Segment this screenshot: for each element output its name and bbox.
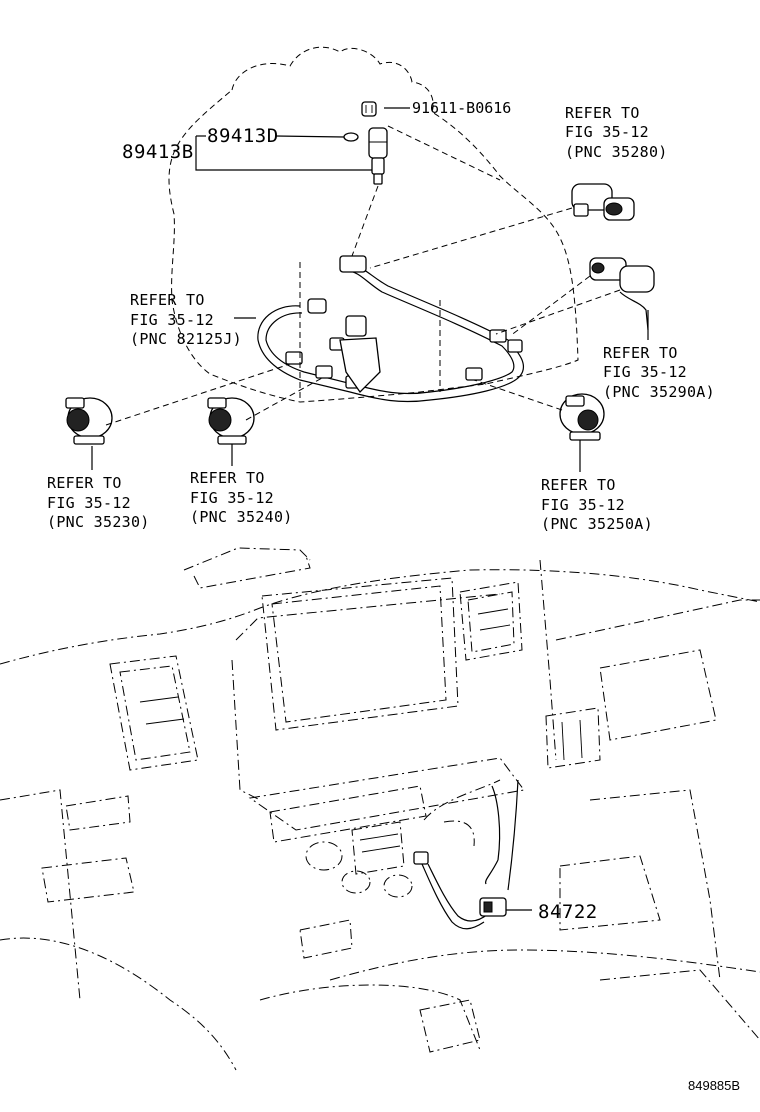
leader-lines: [91, 107, 649, 472]
svg-text:FIG 35-12: FIG 35-12: [190, 489, 274, 507]
svg-text:(PNC 35230): (PNC 35230): [47, 513, 150, 531]
refer-to-82125j: REFER TO FIG 35-12 (PNC 82125J): [130, 291, 242, 348]
svg-text:FIG 35-12: FIG 35-12: [541, 496, 625, 514]
svg-text:(PNC 35240): (PNC 35240): [190, 508, 293, 526]
svg-text:REFER TO: REFER TO: [130, 291, 205, 309]
diagram-code: 849885B: [688, 1078, 740, 1093]
dashboard-drawing: [0, 547, 760, 1071]
refer-to-35250a: REFER TO FIG 35-12 (PNC 35250A): [541, 476, 653, 533]
svg-text:REFER TO: REFER TO: [565, 104, 640, 122]
svg-text:FIG 35-12: FIG 35-12: [47, 494, 131, 512]
refer-to-35280: REFER TO FIG 35-12 (PNC 35280): [565, 104, 668, 161]
solenoid-35250a: [559, 393, 605, 441]
svg-text:FIG 35-12: FIG 35-12: [565, 123, 649, 141]
speed-sensor-part: [343, 101, 388, 185]
svg-text:(PNC 35290A): (PNC 35290A): [603, 383, 715, 401]
svg-text:(PNC 35250A): (PNC 35250A): [541, 515, 653, 533]
svg-text:(PNC 82125J): (PNC 82125J): [130, 330, 242, 348]
refer-to-35230: REFER TO FIG 35-12 (PNC 35230): [47, 474, 150, 531]
part-number-89413d: 89413D: [207, 125, 279, 147]
refer-to-35240: REFER TO FIG 35-12 (PNC 35240): [190, 469, 293, 526]
refer-to-35290a: REFER TO FIG 35-12 (PNC 35290A): [603, 344, 715, 401]
svg-text:REFER TO: REFER TO: [190, 469, 265, 487]
part-labels: 89413B 89413D 91611-B0616 84722: [122, 99, 598, 923]
solenoid-35230: [65, 397, 113, 445]
svg-text:(PNC 35280): (PNC 35280): [565, 143, 668, 161]
solenoid-35290a: [589, 257, 655, 331]
solenoid-35280: [571, 183, 635, 221]
part-number-89413b: 89413B: [122, 141, 194, 163]
svg-text:FIG 35-12: FIG 35-12: [603, 363, 687, 381]
svg-text:REFER TO: REFER TO: [541, 476, 616, 494]
reference-labels: REFER TO FIG 35-12 (PNC 35280) REFER TO …: [47, 104, 715, 533]
part-number-84722: 84722: [538, 901, 598, 923]
connection-lines: [105, 125, 621, 426]
part-number-91611-b0616: 91611-B0616: [412, 99, 511, 117]
solenoid-35240: [207, 397, 255, 445]
svg-text:FIG 35-12: FIG 35-12: [130, 311, 214, 329]
svg-text:REFER TO: REFER TO: [603, 344, 678, 362]
svg-text:REFER TO: REFER TO: [47, 474, 122, 492]
wire-harness-part: [257, 255, 525, 403]
